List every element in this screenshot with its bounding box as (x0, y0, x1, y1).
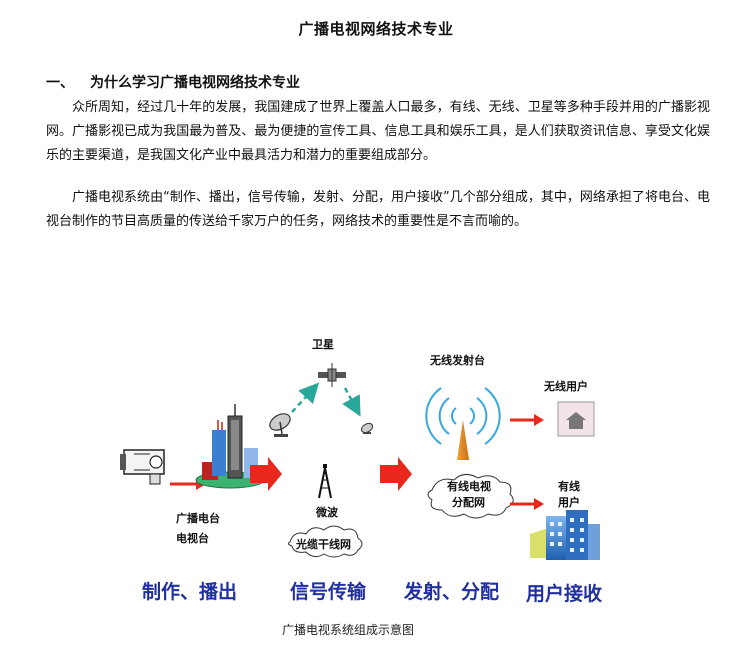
uplink-arrow (291, 382, 320, 413)
document-title: 广播电视网络技术专业 (298, 20, 454, 38)
wired-network-cloud (427, 474, 514, 519)
camera-icon (120, 449, 165, 485)
label-wireless-user: 无线用户 (543, 379, 588, 393)
label-wireless-tower: 无线发射台 (429, 353, 485, 367)
label-microwave: 微波 (315, 505, 339, 519)
paragraph-1: 众所周知，经过几十年的发展，我国建成了世界上覆盖人口最多，有线、无线、卫星等多种… (46, 100, 710, 163)
stage-transmission: 信号传输 (290, 580, 367, 603)
wired-user-arrow-head (534, 498, 544, 510)
fiber-network-cloud (287, 525, 363, 558)
broadcast-station-icon (195, 404, 265, 489)
uplink-dish-icon (269, 413, 291, 437)
label-wired-user-line2: 用户 (558, 495, 580, 509)
label-wired-user-line1: 有线 (558, 479, 580, 493)
paragraph-2: 广播电视系统由“制作、播出，信号传输，发射、分配，用户接收”几个部分组成，其中，… (46, 190, 710, 229)
stage-distribution: 发射、分配 (403, 580, 499, 603)
stage-production: 制作、播出 (142, 580, 237, 603)
house-icon (557, 401, 595, 437)
downlink-dish-icon (360, 422, 374, 434)
label-station-line2: 电视台 (176, 531, 209, 545)
stage-reception: 用户接收 (526, 582, 602, 605)
microwave-tower-icon (318, 464, 332, 499)
apartment-buildings-icon (530, 510, 600, 560)
section-number: 一、 (46, 75, 74, 91)
system-diagram: 卫星 (120, 338, 602, 637)
label-wired-network-line2: 分配网 (452, 495, 485, 509)
satellite-icon (318, 363, 346, 387)
label-satellite: 卫星 (312, 338, 334, 351)
downlink-arrow (342, 387, 361, 417)
label-station-line1: 广播电台 (176, 511, 220, 525)
label-fiber: 光缆干线网 (295, 537, 351, 551)
label-wired-network-line1: 有线电视 (447, 479, 491, 493)
arrow-production-to-transmission (250, 457, 282, 491)
arrow-transmission-to-distribution (380, 457, 412, 491)
diagram-caption: 广播电视系统组成示意图 (282, 622, 414, 637)
section-heading-text: 为什么学习广播电视网络技术专业 (90, 75, 300, 91)
section-heading: 一、为什么学习广播电视网络技术专业 (46, 72, 300, 92)
wireless-tower-icon (425, 387, 501, 460)
wireless-user-arrow-head (534, 414, 544, 426)
